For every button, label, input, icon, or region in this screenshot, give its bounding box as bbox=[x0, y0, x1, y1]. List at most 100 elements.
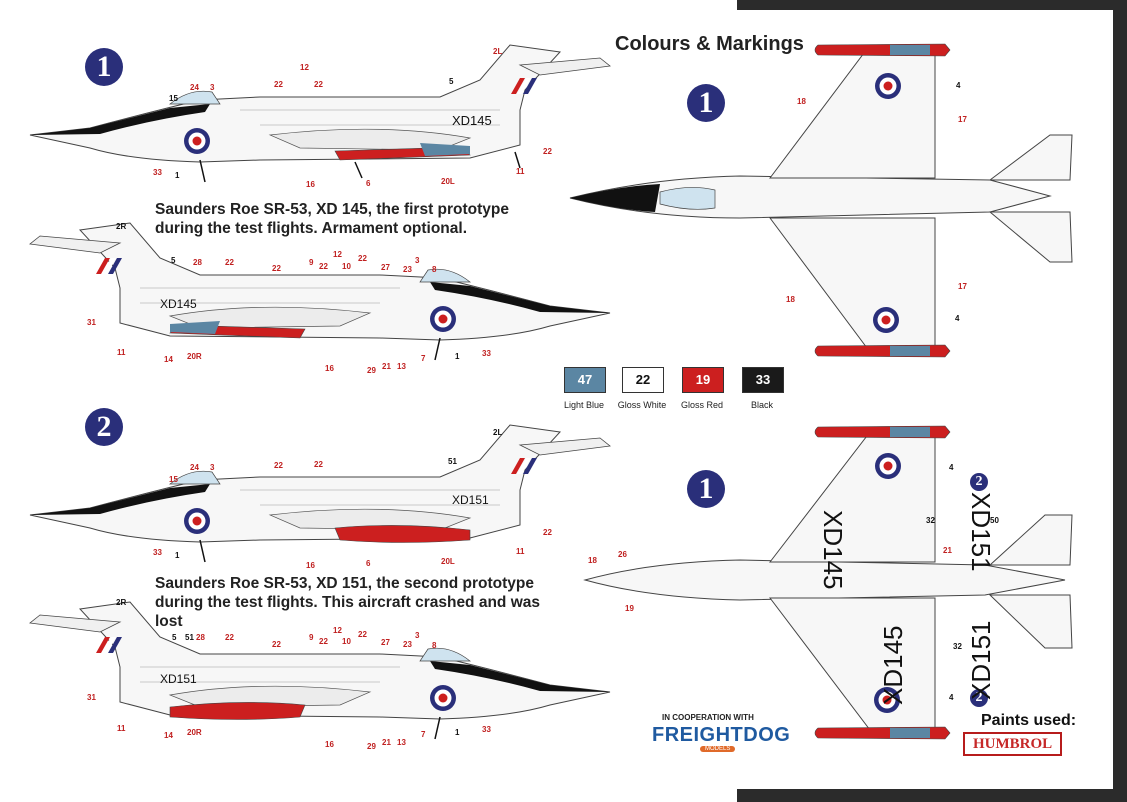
callout: 10 bbox=[342, 262, 351, 271]
callout: 1 bbox=[175, 551, 180, 560]
scheme-2-badge: 2 bbox=[85, 408, 123, 446]
serial-xd145-profile2: XD145 bbox=[160, 297, 197, 311]
page-title: Colours & Markings bbox=[615, 33, 804, 55]
serial-xd151-profile4: XD151 bbox=[160, 672, 197, 686]
scheme-1-badge: 1 bbox=[85, 48, 123, 86]
serial-xd151-under-left: XD151 bbox=[966, 492, 996, 572]
callout: 2R bbox=[116, 222, 127, 231]
callout: 16 bbox=[306, 561, 315, 570]
profile-4-side-view bbox=[29, 601, 611, 740]
callout: 12 bbox=[300, 63, 309, 72]
callout: 1 bbox=[455, 728, 460, 737]
scheme-2-badge-small-bottom: 2 bbox=[970, 689, 988, 707]
callout: 17 bbox=[958, 115, 967, 124]
callout: 20R bbox=[187, 352, 202, 361]
callout: 22 bbox=[274, 80, 283, 89]
scheme-1-badge-bottom: 1 bbox=[687, 470, 725, 508]
callout: 22 bbox=[543, 147, 552, 156]
callout: 9 bbox=[309, 258, 314, 267]
callout: 5 bbox=[449, 77, 454, 86]
callout: 16 bbox=[325, 740, 334, 749]
swatch-label: Black bbox=[750, 400, 773, 410]
callout: 33 bbox=[482, 725, 491, 734]
callout: 11 bbox=[516, 167, 525, 176]
top-view bbox=[569, 43, 1073, 358]
callout: 2R bbox=[116, 598, 127, 607]
callout: 29 bbox=[367, 366, 376, 375]
callout: 11 bbox=[117, 724, 126, 733]
callout: 22 bbox=[314, 80, 323, 89]
caption-2-line1: Saunders Roe SR-53, XD 151, the second p… bbox=[155, 575, 534, 592]
callout: 29 bbox=[367, 742, 376, 751]
callout: 33 bbox=[482, 349, 491, 358]
swatch-label: Light Blue bbox=[563, 400, 605, 410]
swatch-black: 33 bbox=[742, 367, 784, 393]
callout: 22 bbox=[225, 633, 234, 642]
callout: 23 bbox=[403, 640, 412, 649]
callout: 20L bbox=[441, 177, 455, 186]
caption-1-line1: Saunders Roe SR-53, XD 145, the first pr… bbox=[155, 201, 510, 218]
callout: 28 bbox=[193, 258, 202, 267]
callout: 22 bbox=[543, 528, 552, 537]
paints-used-label: Paints used: bbox=[981, 712, 1077, 729]
callout: 2L bbox=[493, 47, 503, 56]
caption-scheme-1: Saunders Roe SR-53, XD 145, the first pr… bbox=[155, 200, 509, 238]
caption-2-line2: during the test flights. This aircraft c… bbox=[155, 594, 540, 611]
callout: 26 bbox=[618, 550, 627, 559]
callout: 50 bbox=[990, 516, 999, 525]
callout: 31 bbox=[87, 318, 96, 327]
callout: 3 bbox=[415, 256, 420, 265]
callout: 51 bbox=[185, 633, 194, 642]
callout: 10 bbox=[342, 637, 351, 646]
swatch-label: Gloss Red bbox=[680, 400, 724, 410]
callout: 19 bbox=[625, 604, 634, 613]
callout: 4 bbox=[949, 693, 954, 702]
callout: 33 bbox=[153, 548, 162, 557]
callout: 18 bbox=[786, 295, 795, 304]
serial-xd145-under-right: XD145 bbox=[878, 625, 908, 706]
profile-2-side-view bbox=[29, 222, 611, 361]
serial-xd145-under-left: XD145 bbox=[818, 510, 848, 590]
callout: 14 bbox=[164, 355, 173, 364]
callout: 15 bbox=[169, 475, 178, 484]
callout: 22 bbox=[225, 258, 234, 267]
caption-scheme-2: Saunders Roe SR-53, XD 151, the second p… bbox=[155, 574, 540, 631]
callout: 6 bbox=[366, 179, 371, 188]
callout: 22 bbox=[314, 460, 323, 469]
callout: 32 bbox=[926, 516, 935, 525]
callout: 7 bbox=[421, 354, 426, 363]
profile-1-side-view bbox=[29, 44, 611, 183]
serial-xd151-profile3: XD151 bbox=[452, 493, 489, 507]
humbrol-logo: HUMBROL bbox=[963, 732, 1063, 756]
callout: 4 bbox=[949, 463, 954, 472]
freightdog-models-tag: MODELS bbox=[700, 746, 736, 752]
callout: 11 bbox=[516, 547, 525, 556]
callout: 2L bbox=[493, 428, 503, 437]
callout: 18 bbox=[797, 97, 806, 106]
callout: 24 bbox=[190, 83, 199, 92]
cooperation-text: IN COOPERATION WITH bbox=[662, 713, 754, 722]
caption-1-line2: during the test flights. Armament option… bbox=[155, 220, 468, 237]
callout: 22 bbox=[272, 264, 281, 273]
callout: 5 bbox=[172, 633, 177, 642]
callout: 27 bbox=[381, 263, 390, 272]
callout: 22 bbox=[319, 637, 328, 646]
callout: 11 bbox=[117, 348, 126, 357]
callout: 6 bbox=[366, 559, 371, 568]
callout: 9 bbox=[309, 633, 314, 642]
swatch-gloss-white: 22 bbox=[622, 367, 664, 393]
freightdog-logo: FREIGHTDOG bbox=[652, 724, 791, 746]
bottom-view bbox=[583, 425, 1073, 740]
callout: 33 bbox=[153, 168, 162, 177]
callout: 16 bbox=[306, 180, 315, 189]
callout: 12 bbox=[333, 250, 342, 259]
callout: 23 bbox=[403, 265, 412, 274]
scheme-2-badge-small-top: 2 bbox=[970, 473, 988, 491]
callout: 3 bbox=[210, 463, 215, 472]
profile-3-side-view bbox=[29, 424, 611, 563]
caption-2-line3: lost bbox=[155, 613, 183, 630]
callout: 18 bbox=[588, 556, 597, 565]
callout: 20R bbox=[187, 728, 202, 737]
callout: 27 bbox=[381, 638, 390, 647]
